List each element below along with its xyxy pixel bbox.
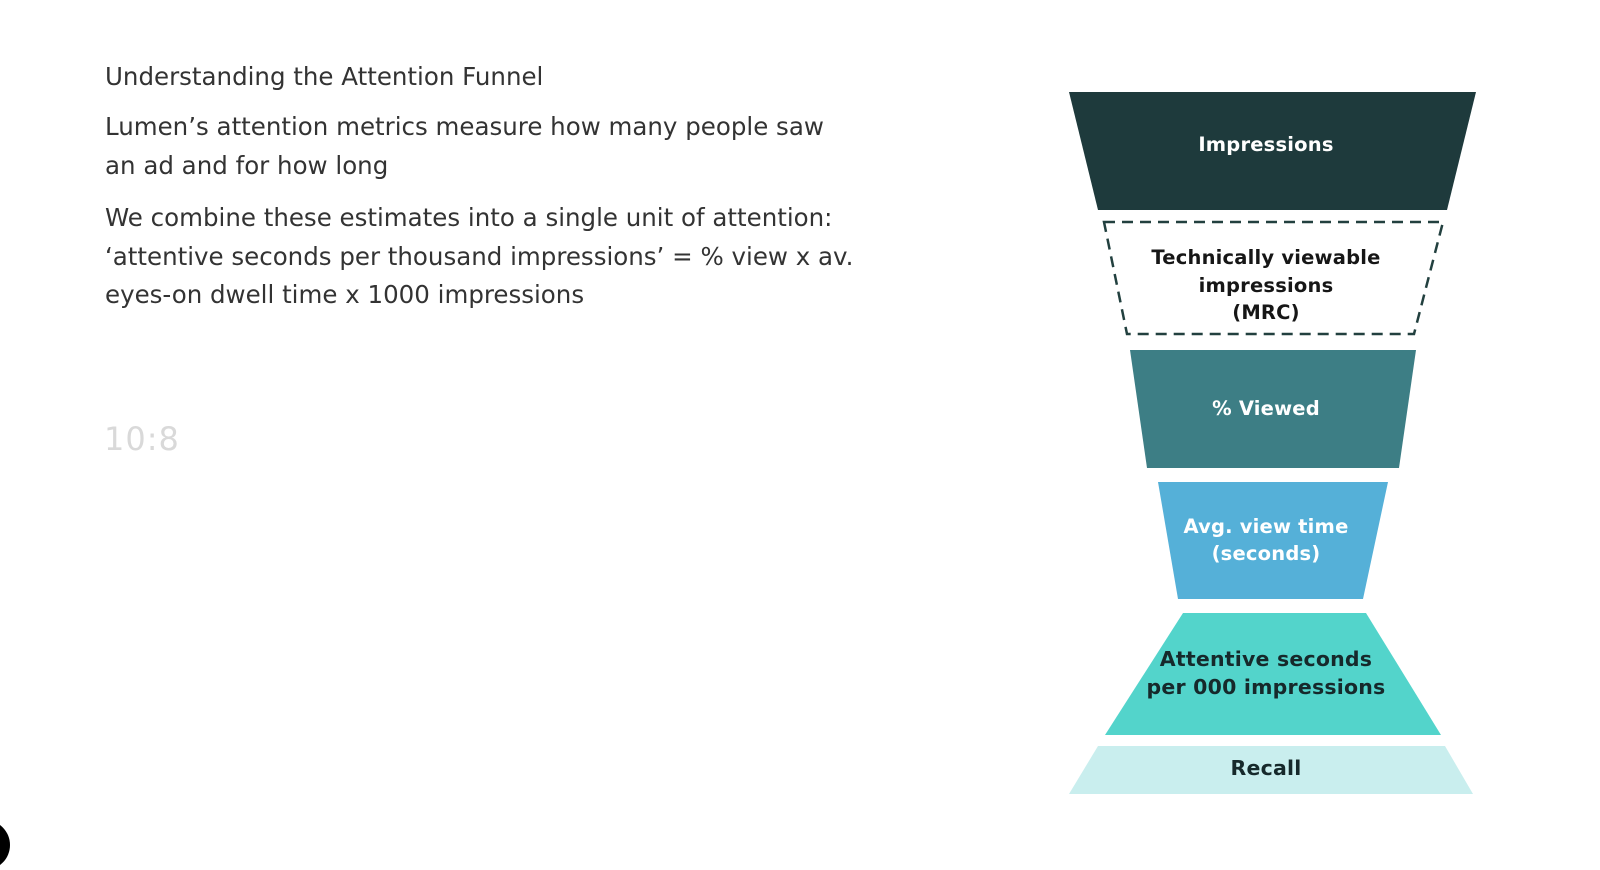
attention-funnel-diagram: Impressions Technically viewable impress…	[1046, 90, 1486, 796]
funnel-label-technically-viewable: Technically viewable impressions (MRC)	[1151, 246, 1381, 324]
funnel-segment-attentive-seconds-shape	[1105, 613, 1441, 735]
funnel-segment-pct-viewed-shape	[1130, 350, 1416, 468]
funnel-label-avg-view-time: Avg. view time (seconds)	[1183, 515, 1349, 565]
funnel-segment-recall-shape	[1069, 746, 1473, 794]
ratio-watermark: 10:8	[104, 420, 180, 458]
funnel-shapes	[1069, 92, 1476, 794]
body-paragraph-2: We combine these estimates into a single…	[105, 203, 854, 309]
funnel-label-pct-viewed: % Viewed	[1212, 397, 1320, 420]
funnel-segment-impressions-shape	[1069, 92, 1476, 210]
funnel-label-recall: Recall	[1230, 756, 1302, 780]
page-title: Understanding the Attention Funnel	[105, 62, 544, 91]
funnel-label-attentive-seconds: Attentive seconds per 000 impressions	[1146, 647, 1386, 699]
corner-logo-circle	[0, 820, 10, 870]
funnel-label-impressions: Impressions	[1198, 133, 1334, 156]
funnel-segment-technically-viewable-shape	[1102, 220, 1445, 336]
slide-canvas: Understanding the Attention Funnel Lumen…	[0, 62, 1486, 870]
funnel-segment-avg-view-time-shape	[1158, 482, 1388, 599]
body-paragraph-1: Lumen’s attention metrics measure how ma…	[105, 112, 824, 180]
